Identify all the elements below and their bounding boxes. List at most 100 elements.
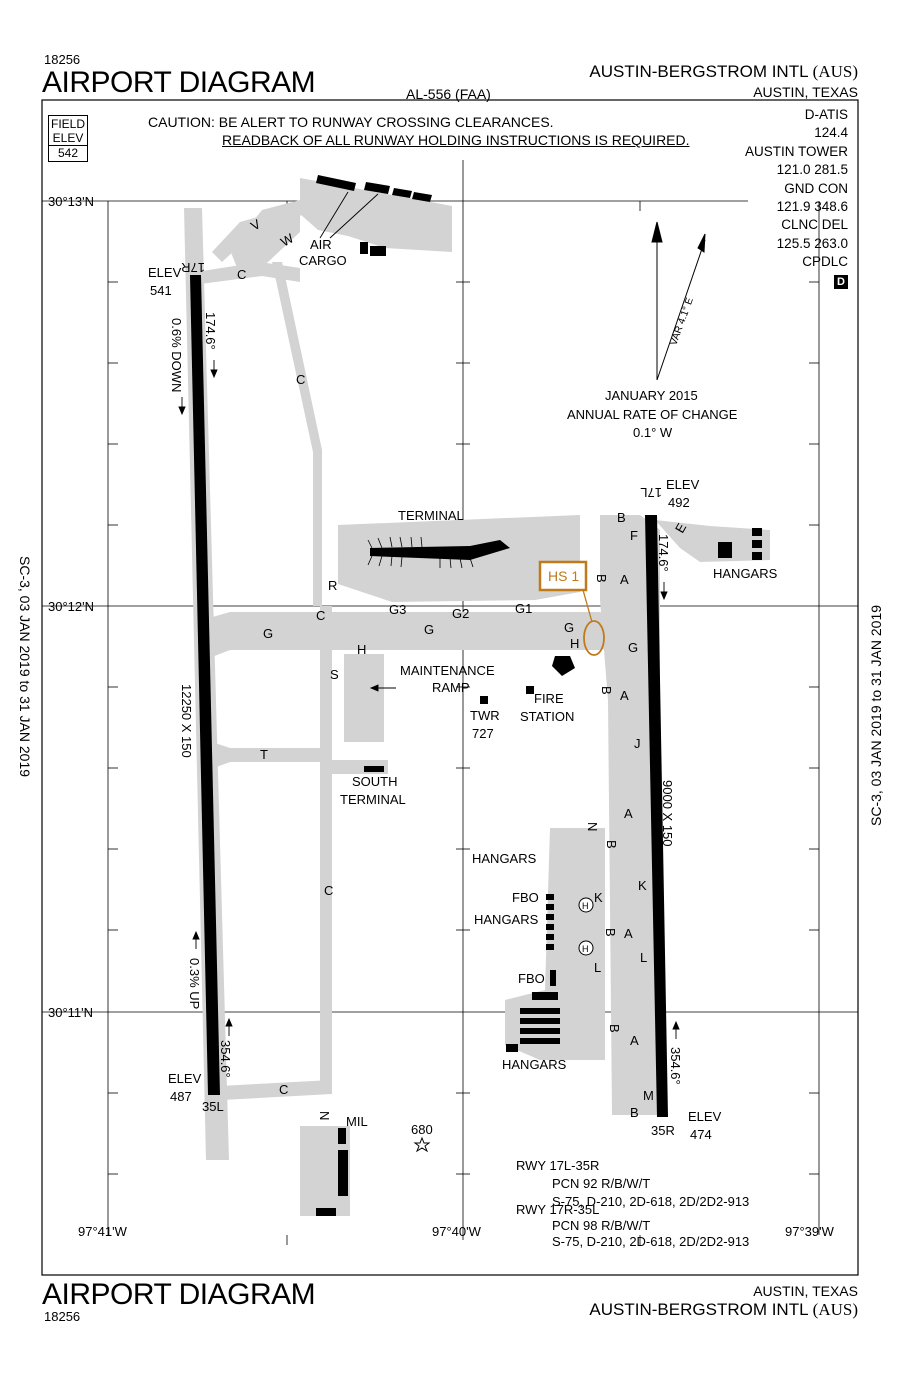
taxiway-m-label: M <box>643 1088 654 1103</box>
mil-buildings <box>316 1128 348 1216</box>
comm-cpdlc-label: CPDLC <box>802 254 848 270</box>
taxiway-h-label-2: H <box>570 636 579 651</box>
taxiway-b-label-6: B <box>607 1024 622 1033</box>
maintenance-label-1: MAINTENANCE <box>400 663 495 678</box>
west-elev-north-value: 541 <box>150 283 172 298</box>
air-cargo-ramp <box>300 178 452 252</box>
airport-name-bottom: AUSTIN-BERGSTROM INTL (AUS) <box>589 1300 858 1320</box>
lon-label-mid: 97°40'W <box>432 1224 482 1239</box>
taxiway-g-h <box>202 612 620 660</box>
cpdlc-badge: D <box>834 274 848 289</box>
taxiway-s-label: S <box>330 667 339 682</box>
lat-label-bottom: 30°11'N <box>48 1005 93 1020</box>
hangars-label-north: HANGARS <box>472 851 537 866</box>
taxiway-a-label-1: A <box>620 572 629 587</box>
south-terminal-label-2: TERMINAL <box>340 792 406 807</box>
fbo-label-1: FBO <box>512 890 539 905</box>
taxiway-c-label-4: C <box>324 883 333 898</box>
lon-label-left: 97°41'W <box>78 1224 128 1239</box>
taxiway-b-label-4: B <box>604 840 619 849</box>
maintenance-label-2: RAMP <box>432 680 470 695</box>
diagram-labels: 17R ELEV 541 174.6° 0.6% DOWN 12250 X 15… <box>48 194 835 1249</box>
taxiway-v <box>212 205 304 262</box>
ga-hangar-buildings <box>506 894 560 1052</box>
east-elev-north-value: 492 <box>668 495 690 510</box>
taxiway-j-label: J <box>634 736 641 751</box>
taxiway-c-label-3: C <box>316 608 325 623</box>
obstacle-elev: 680 <box>411 1122 433 1137</box>
graticule <box>42 160 858 1245</box>
elev-label: ELEV <box>52 131 84 145</box>
taxiway-c-label-5: C <box>279 1082 288 1097</box>
fire-station <box>526 656 575 694</box>
fire-station-label-2: STATION <box>520 709 574 724</box>
taxiway-g1-label: G1 <box>515 601 532 616</box>
chart-frame <box>41 99 859 1276</box>
page-title-bottom: AIRPORT DIAGRAM <box>42 1278 316 1311</box>
runway-17r-label: 17R <box>181 260 205 275</box>
fbo-label-2: FBO <box>518 971 545 986</box>
comm-clearance-freq: 125.5 263.0 <box>776 235 848 251</box>
air-cargo-leaders <box>319 191 379 239</box>
runway-17l-label: 17L <box>640 485 662 500</box>
west-elev-south-label: ELEV <box>168 1071 202 1086</box>
taxiway-g-label-4: G <box>628 640 638 655</box>
runway-35l-label: 35L <box>202 1099 224 1114</box>
east-heading-north: 174.6° <box>656 534 671 572</box>
comm-clearance-label: CLNC DEL <box>781 217 848 233</box>
taxiway-c-label-2: C <box>296 372 305 387</box>
taxiway-g-label-1: G <box>263 626 273 641</box>
taxiway-n-label-west: N <box>317 1111 332 1120</box>
east-runway-size: 9000 X 150 <box>660 780 675 847</box>
hangars-label-south: HANGARS <box>502 1057 567 1072</box>
south-terminal-label-1: SOUTH <box>352 774 398 789</box>
west-runway-size: 12250 X 150 <box>179 684 194 758</box>
taxiway-b-label-7: B <box>630 1105 639 1120</box>
comm-datis-freq: 124.4 <box>814 125 848 141</box>
taxiway-b-label-5: B <box>603 928 618 937</box>
taxiway-t <box>206 740 326 770</box>
pcn-line-6: S-75, D-210, 2D-618, 2D/2D2-913 <box>552 1234 749 1249</box>
terminal-building <box>370 540 510 560</box>
taxiway-a-b <box>600 515 660 1115</box>
graticule-ticks <box>108 201 819 1245</box>
taxiway-g3-label: G3 <box>389 602 406 617</box>
airport-name-top: AUSTIN-BERGSTROM INTL (AUS) <box>589 62 858 82</box>
taxiway-g-label-3: G <box>564 620 574 635</box>
heading-arrows <box>178 360 680 1039</box>
field-elev-value: 542 <box>49 145 87 160</box>
hangars-label-middle: HANGARS <box>474 912 539 927</box>
west-heading-south: 354.6° <box>218 1040 233 1078</box>
east-elev-north-label: ELEV <box>666 477 700 492</box>
taxiway-h-label-1: H <box>357 642 366 657</box>
airport-id-text: (AUS) <box>812 1300 858 1319</box>
taxiway-c-south <box>320 606 332 1086</box>
city-state-top: AUSTIN, TEXAS <box>753 84 858 100</box>
caution-line-1: CAUTION: BE ALERT TO RUNWAY CROSSING CLE… <box>148 114 554 130</box>
east-hangar-buildings <box>718 528 762 560</box>
taxiway-k-label-2: K <box>594 890 603 905</box>
air-cargo-label-1: AIR <box>310 237 332 252</box>
south-terminal-building <box>364 766 384 772</box>
east-heading-south: 354.6° <box>668 1047 683 1085</box>
heliport-label-2: H <box>582 944 589 954</box>
taxiway-a-label-5: A <box>630 1033 639 1048</box>
comm-ground-freq: 121.9 348.6 <box>776 199 848 215</box>
hot-spot-leader <box>582 589 593 623</box>
terminal-label: TERMINAL <box>398 508 464 523</box>
ga-ramp <box>505 828 605 1060</box>
field-elevation-box: FIELD ELEV 542 <box>48 115 88 162</box>
comm-frequencies: D-ATIS 124.4 AUSTIN TOWER 121.0 281.5 GN… <box>745 106 848 290</box>
pcn-line-5: PCN 98 R/B/W/T <box>552 1218 650 1233</box>
taxiway-f-label: F <box>630 528 638 543</box>
variation-label: VAR 4.1° E <box>668 296 696 347</box>
tower-label: TWR <box>470 708 500 723</box>
hot-spot-label: HS 1 <box>548 568 579 584</box>
taxiway-r-label: R <box>328 578 337 593</box>
mil-label: MIL <box>346 1114 368 1129</box>
taxiway-c-label-1: C <box>237 267 246 282</box>
obstacle-star <box>413 1136 431 1153</box>
comm-datis-label: D-ATIS <box>804 107 848 122</box>
taxiway-a-label-3: A <box>624 806 633 821</box>
